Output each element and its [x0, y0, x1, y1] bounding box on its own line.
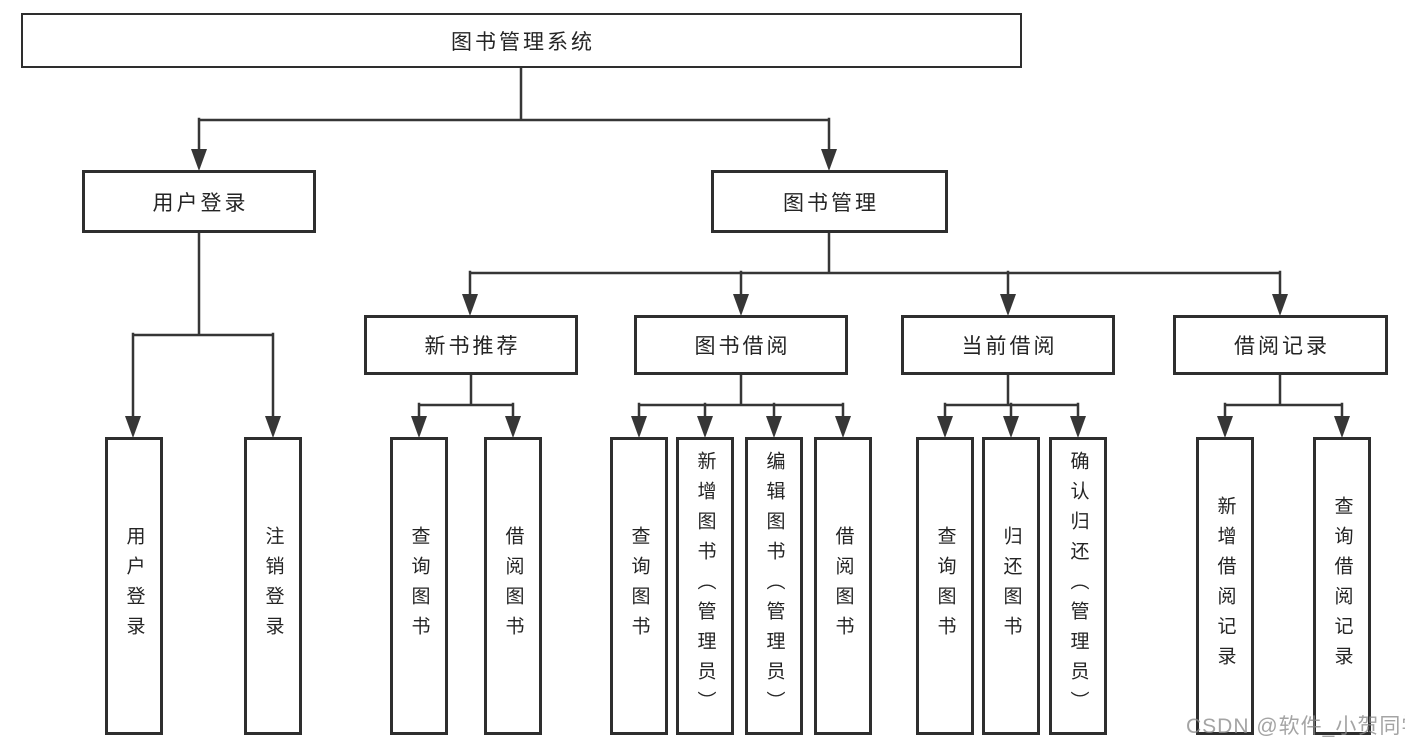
node-borrow-records-label: 借阅记录 — [1234, 335, 1330, 358]
node-root: 图书管理系统 — [21, 13, 1022, 68]
leaf-confirm-return-admin: 确认归还（管理员） — [1049, 437, 1107, 735]
leaf-return-book: 归还图书 — [982, 437, 1040, 735]
node-book-borrow-label: 图书借阅 — [694, 335, 791, 358]
leaf-borrow-books: 借阅图书 — [814, 437, 872, 735]
leaf-logout: 注销登录 — [244, 437, 302, 735]
node-borrow-records: 借阅记录 — [1173, 315, 1388, 375]
leaf-confirm-return-admin-label: 确认归还（管理员） — [1067, 451, 1089, 721]
node-book-borrow: 图书借阅 — [634, 315, 848, 375]
leaf-add-book-admin: 新增图书（管理员） — [676, 437, 734, 735]
leaf-query-books-current: 查询图书 — [916, 437, 974, 735]
node-current-borrow: 当前借阅 — [901, 315, 1115, 375]
leaf-query-books-recommend-label: 查询图书 — [408, 526, 430, 646]
node-user-login: 用户登录 — [82, 170, 316, 233]
leaf-query-books-borrow-label: 查询图书 — [628, 526, 650, 646]
leaf-return-book-label: 归还图书 — [1000, 526, 1022, 646]
leaf-add-book-admin-label: 新增图书（管理员） — [694, 451, 716, 721]
leaf-add-borrow-record: 新增借阅记录 — [1196, 437, 1254, 735]
node-current-borrow-label: 当前借阅 — [961, 335, 1058, 358]
leaf-user-login: 用户登录 — [105, 437, 163, 735]
leaf-add-borrow-record-label: 新增借阅记录 — [1214, 496, 1236, 676]
node-new-book-recommend: 新书推荐 — [364, 315, 578, 375]
node-user-login-label: 用户登录 — [152, 191, 249, 215]
leaf-query-books-current-label: 查询图书 — [934, 526, 956, 646]
node-book-management-label: 图书管理 — [783, 191, 879, 215]
leaf-query-books-recommend: 查询图书 — [390, 437, 448, 735]
leaf-borrow-books-label: 借阅图书 — [832, 526, 854, 646]
leaf-borrow-books-recommend: 借阅图书 — [484, 437, 542, 735]
node-root-label: 图书管理系统 — [451, 30, 595, 54]
node-book-management: 图书管理 — [711, 170, 948, 233]
leaf-edit-book-admin-label: 编辑图书（管理员） — [763, 451, 785, 721]
watermark: CSDN @软件_小贺同学 — [1186, 715, 1405, 738]
leaf-query-books-borrow: 查询图书 — [610, 437, 668, 735]
leaf-edit-book-admin: 编辑图书（管理员） — [745, 437, 803, 735]
leaf-user-login-label: 用户登录 — [123, 526, 145, 646]
leaf-query-borrow-record: 查询借阅记录 — [1313, 437, 1371, 735]
node-new-book-recommend-label: 新书推荐 — [424, 335, 521, 358]
leaf-logout-label: 注销登录 — [262, 526, 284, 646]
leaf-query-borrow-record-label: 查询借阅记录 — [1331, 496, 1353, 676]
leaf-borrow-books-recommend-label: 借阅图书 — [502, 526, 524, 646]
